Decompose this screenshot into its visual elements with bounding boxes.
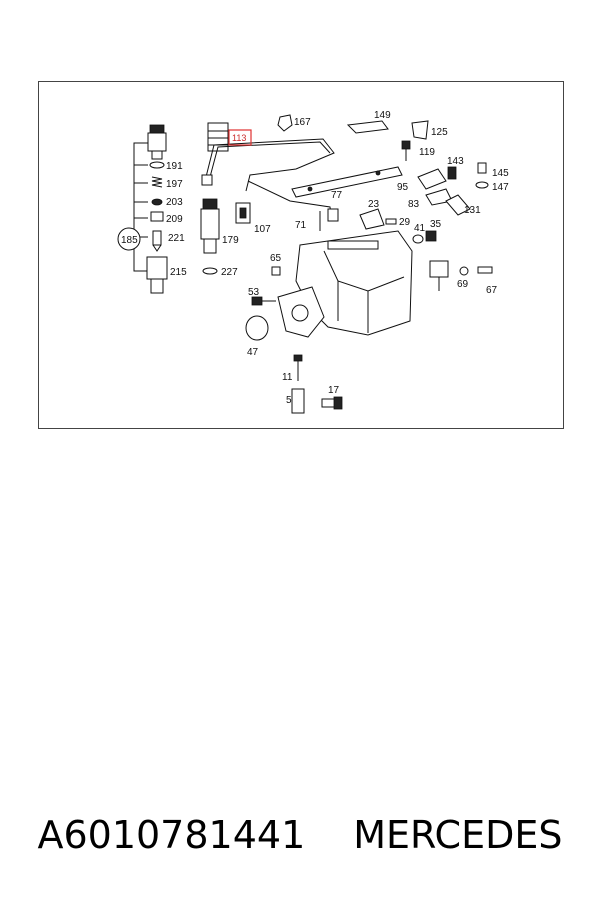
bolt-53 — [251, 296, 276, 306]
callout-131: 131 — [464, 205, 481, 216]
parts-diagram: 167 149 125 119 113 191 197 203 209 185 … — [117, 110, 509, 414]
callout-185: 185 — [121, 235, 138, 246]
callout-17: 17 — [328, 385, 340, 396]
callout-209: 209 — [166, 214, 183, 225]
callout-29: 29 — [399, 217, 411, 228]
callout-69: 69 — [457, 279, 469, 290]
product-caption: A6010781441 MERCEDES — [0, 800, 600, 870]
callout-47: 47 — [247, 347, 259, 358]
callout-191: 191 — [166, 161, 183, 172]
callout-197: 197 — [166, 179, 183, 190]
injector-bracket — [117, 142, 148, 272]
spring-197 — [151, 176, 163, 188]
ref-circle — [117, 227, 141, 251]
callout-5: 5 — [286, 395, 292, 406]
highlight-box — [228, 129, 252, 146]
callout-143: 143 — [447, 156, 464, 167]
callout-35: 35 — [430, 219, 442, 230]
brand-name: MERCEDES — [353, 813, 563, 857]
callout-83: 83 — [408, 199, 420, 210]
callout-125: 125 — [431, 127, 448, 138]
callout-147: 147 — [492, 182, 509, 193]
clip-167 — [277, 114, 293, 132]
nut-209 — [150, 211, 164, 222]
injection-lines-71 — [201, 138, 339, 222]
clamp-113 — [207, 122, 229, 152]
stud-11 — [293, 354, 303, 381]
callout-107: 107 — [254, 224, 271, 235]
callout-179: 179 — [222, 235, 239, 246]
nozzle-221 — [152, 230, 162, 252]
washer-227 — [202, 267, 218, 275]
callout-167: 167 — [294, 117, 311, 128]
part-number: A6010781441 — [37, 813, 306, 857]
callout-215: 215 — [170, 267, 187, 278]
bolt-119 — [401, 140, 411, 161]
nut-65 — [271, 266, 281, 276]
washer-191 — [149, 161, 165, 169]
ring-203 — [151, 198, 163, 206]
callout-53: 53 — [248, 287, 260, 298]
piece-5 — [291, 388, 305, 414]
callout-119: 119 — [419, 147, 435, 158]
stop-lever-parts — [359, 208, 437, 244]
callout-95: 95 — [397, 182, 409, 193]
callout-227: 227 — [221, 267, 238, 278]
callout-113: 113 — [232, 133, 246, 143]
callout-149: 149 — [374, 110, 391, 121]
lever-125 — [411, 120, 429, 140]
injection-pump-body — [277, 230, 413, 338]
callout-67: 67 — [486, 285, 498, 296]
injector-179 — [200, 198, 220, 254]
callout-41: 41 — [414, 223, 426, 234]
callout-203: 203 — [166, 197, 183, 208]
bolt-17 — [321, 396, 343, 410]
callout-71: 71 — [295, 220, 307, 231]
callout-65: 65 — [270, 253, 282, 264]
bracket-77 — [291, 166, 403, 198]
nozzle-body-215 — [146, 256, 168, 294]
bracket-149 — [346, 120, 389, 134]
callout-11: 11 — [282, 372, 293, 383]
vacuum-unit — [429, 260, 493, 291]
callout-77: 77 — [331, 190, 343, 201]
oring-47 — [245, 315, 269, 341]
clamp-107 — [235, 202, 251, 224]
linkage-cluster — [417, 162, 489, 216]
callout-145: 145 — [492, 168, 509, 179]
callout-23: 23 — [368, 199, 380, 210]
callout-221: 221 — [168, 233, 185, 244]
injector-nozzle-holder — [147, 124, 167, 160]
